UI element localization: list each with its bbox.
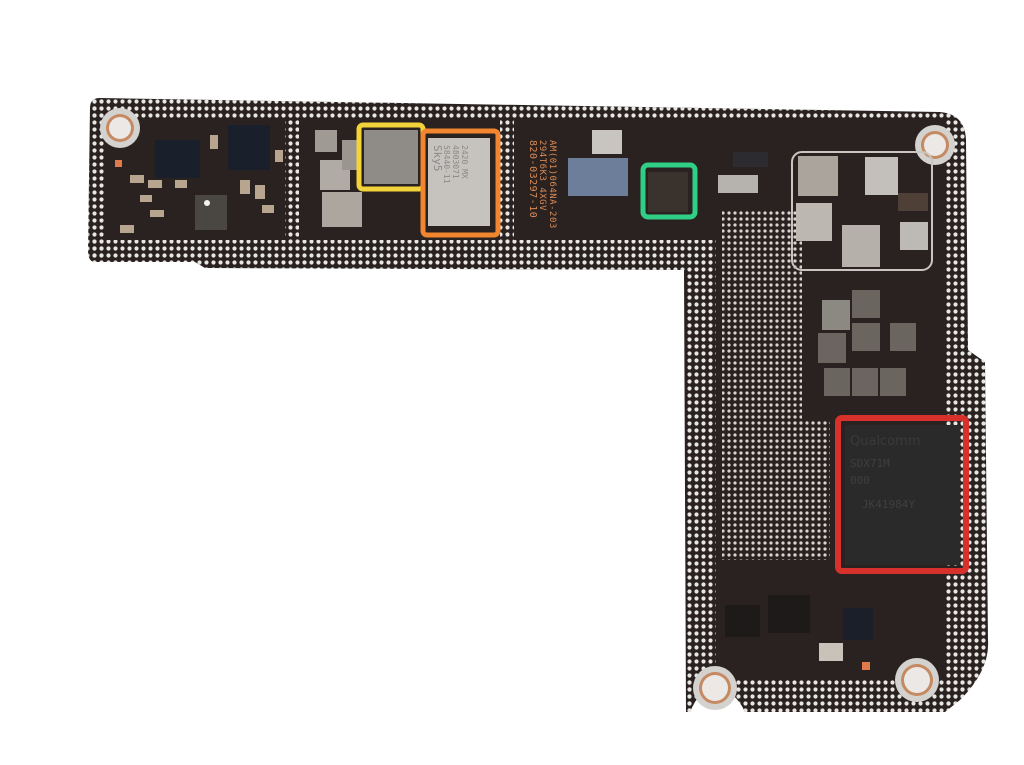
highlight-box-orange: [420, 128, 501, 238]
highlight-box-green: [640, 162, 698, 220]
chip-black-lower-2: [843, 608, 873, 640]
chip-blue: [568, 158, 628, 196]
chip-black-2: [228, 125, 270, 170]
chip-silver-8: [796, 203, 832, 241]
svg-text:58440-11: 58440-11: [442, 145, 451, 184]
chip-gray-inductor: [195, 195, 227, 230]
chip-dark-qr: [733, 152, 768, 167]
chip-silver-10: [900, 222, 928, 250]
svg-text:820-03297-10: 820-03297-10: [527, 140, 538, 218]
chip-skyworks: 2420 MX 4803071 58440-11 Sky5: [428, 138, 490, 226]
passive-components: [120, 135, 283, 233]
svg-text:2420 MX: 2420 MX: [460, 145, 469, 179]
chip-silver-3: [322, 192, 362, 227]
highlight-box-red: [835, 415, 969, 574]
chip-black-1: [155, 140, 200, 178]
orange-pad: [115, 160, 122, 167]
svg-text:AM(01)064NA-203: AM(01)064NA-203: [547, 140, 557, 229]
circuit-board: 2420 MX 4803071 58440-11 Sky5 820-03297-…: [88, 98, 989, 712]
svg-text:SDX71M: SDX71M: [850, 457, 890, 470]
chip-black-lower-3: [725, 605, 760, 637]
orange-pad: [862, 662, 870, 670]
chip-black-lower-1: [768, 595, 810, 633]
chip-silver-7: [865, 157, 898, 195]
mounting-hole: [100, 108, 140, 148]
chip-silver-6: [798, 156, 838, 196]
svg-text:Sky5: Sky5: [431, 145, 444, 172]
crystal-oscillator: [819, 643, 843, 661]
mounting-hole: [915, 125, 955, 165]
chip-silver-5: [718, 175, 758, 193]
chip-silver-4: [342, 140, 357, 170]
chip-qualcomm-modem: Qualcomm SDX71M 000 JK41984Y: [845, 425, 960, 565]
chip-brown: [898, 193, 928, 211]
svg-text:294T6K3 4XGV: 294T6K3 4XGV: [537, 140, 547, 211]
mounting-hole: [895, 658, 939, 702]
shield-frame: [791, 151, 933, 271]
board-silkscreen-label: 820-03297-10 294T6K3 4XGV AM(01)064NA-20…: [527, 140, 557, 229]
svg-text:4803071: 4803071: [451, 145, 460, 179]
chip-silver-9: [842, 225, 880, 267]
chip-silver-1: [315, 130, 337, 152]
svg-text:JK41984Y: JK41984Y: [862, 498, 915, 511]
inductor-cluster: [818, 290, 916, 396]
mounting-hole: [693, 666, 737, 710]
chip-green-target: [648, 172, 688, 212]
chip-yellow-target: [364, 130, 418, 184]
svg-text:000: 000: [850, 474, 870, 487]
chip-silver-small: [592, 130, 622, 154]
svg-text:Qualcomm: Qualcomm: [850, 434, 920, 449]
